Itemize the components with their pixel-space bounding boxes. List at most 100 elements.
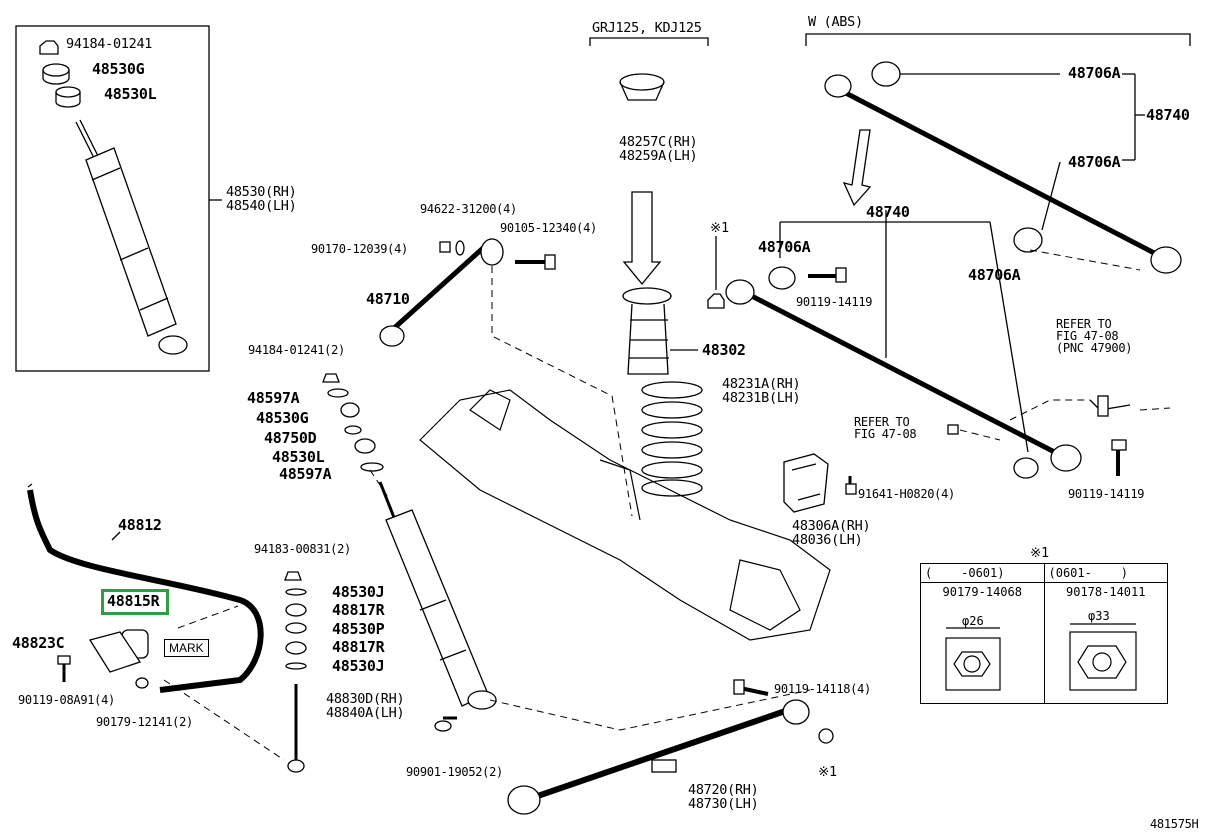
label-48597A-2[interactable]: 48597A <box>279 465 332 483</box>
nut-90179-icon <box>135 677 149 689</box>
note-table: ( -0601) (0601- ) 90179-14068 90178-1401… <box>920 563 1168 704</box>
nut-x1-icon <box>707 293 725 309</box>
label-90119-14118[interactable]: 90119-14118(4) <box>774 682 871 696</box>
label-48823C[interactable]: 48823C <box>12 634 65 652</box>
label-48817R-2[interactable]: 48817R <box>332 638 385 656</box>
shock-absorber-48530-icon <box>75 119 188 355</box>
bushing-48706A-top2-icon <box>1013 227 1043 253</box>
label-90105-12340[interactable]: 90105-12340(4) <box>500 221 597 235</box>
label-90119-08A91[interactable]: 90119-08A91(4) <box>18 693 115 707</box>
label-48830D-48840A[interactable]: 48830D(RH)48840A(LH) <box>326 691 405 721</box>
label-90119-14119-b[interactable]: 90119-14119 <box>1068 487 1145 501</box>
label-94183-00831[interactable]: 94183-00831(2) <box>254 542 351 556</box>
lower-arm-48720-icon <box>507 699 810 815</box>
nut-94184-icon <box>39 40 59 55</box>
arrow-down-icon-2 <box>842 129 872 207</box>
bushing-48706A-mid-icon <box>768 266 796 290</box>
figure-number: 481575H <box>1150 817 1199 831</box>
spring-seat-48257C-icon <box>619 73 665 101</box>
upper-arm-48710-icon <box>379 238 504 347</box>
highlight-48815R <box>101 589 169 615</box>
label-48720-48730[interactable]: 48720(RH)48730(LH) <box>688 782 759 812</box>
label-48530L-top[interactable]: 48530L <box>104 85 157 103</box>
label-48812[interactable]: 48812 <box>118 516 162 534</box>
label-48706A-4[interactable]: 48706A <box>968 266 1021 284</box>
axle-housing-icon <box>419 389 831 641</box>
label-48302[interactable]: 48302 <box>702 341 746 359</box>
label-48530G-top[interactable]: 48530G <box>92 60 145 78</box>
label-48706A-2[interactable]: 48706A <box>1068 153 1121 171</box>
label-48815R[interactable]: 48815R <box>107 592 160 610</box>
label-48530-48540[interactable]: 48530(RH)48540(LH) <box>226 184 297 214</box>
nut-refer-icon <box>947 424 959 435</box>
label-90170-12039[interactable]: 90170-12039(4) <box>311 242 408 256</box>
stabilizer-bar-48812-icon <box>27 483 264 693</box>
label-94622-31200[interactable]: 94622-31200(4) <box>420 202 517 216</box>
bracket-refer-icon <box>1089 395 1131 417</box>
label-94184-01241[interactable]: 94184-01241 <box>66 36 153 52</box>
label-91641-h0820[interactable]: 91641-H0820(4) <box>858 487 955 501</box>
note-col1-head: ( -0601) <box>920 563 1045 583</box>
label-x1-b: ※1 <box>818 764 837 780</box>
label-48231A-48231B[interactable]: 48231A(RH)48231B(LH) <box>722 376 801 406</box>
shock-inset-frame <box>15 25 210 372</box>
bolt-90105-icon <box>515 254 556 270</box>
bolt-91641-icon <box>845 476 857 495</box>
label-48706A-1[interactable]: 48706A <box>1068 64 1121 82</box>
lateral-rod-48740-top-icon <box>824 74 1182 274</box>
nut-x1-lower-icon <box>818 728 834 744</box>
dashed-connections <box>163 249 1171 761</box>
label-48306A-48036[interactable]: 48306A(RH)48036(LH) <box>792 518 871 548</box>
shock-absorber-lower-icon <box>378 481 497 710</box>
label-48750D[interactable]: 48750D <box>264 429 317 447</box>
label-48710[interactable]: 48710 <box>366 290 410 308</box>
arrow-down-icon-1 <box>622 191 662 286</box>
bushing-48530G-icon <box>42 63 70 85</box>
label-90119-14119-a[interactable]: 90119-14119 <box>796 295 873 309</box>
label-48817R-1[interactable]: 48817R <box>332 601 385 619</box>
label-48530L-2[interactable]: 48530L <box>272 448 325 466</box>
lateral-rod-48740-icon <box>725 279 1082 472</box>
label-48740-2[interactable]: 48740 <box>866 203 910 221</box>
note-col1-part[interactable]: 90179-14068 <box>942 585 1022 599</box>
shock-mount-stack-icon <box>322 373 384 472</box>
bushing-48530L-icon <box>55 86 81 108</box>
label-94184-01241-2[interactable]: 94184-01241(2) <box>248 343 345 357</box>
bolt-90119-14119-a-icon <box>808 267 847 283</box>
label-48530J-2[interactable]: 48530J <box>332 657 385 675</box>
label-x1-a: ※1 <box>710 220 729 236</box>
note-col2-diameter: φ33 <box>1088 609 1110 623</box>
note-col1-diameter: φ26 <box>962 614 984 628</box>
label-90901-19052[interactable]: 90901-19052(2) <box>406 765 503 779</box>
coil-spring-48231A-icon <box>641 381 703 497</box>
bolt-90901-icon <box>434 716 457 732</box>
label-48530P[interactable]: 48530P <box>332 620 385 638</box>
label-48530G-2[interactable]: 48530G <box>256 409 309 427</box>
label-48740-1[interactable]: 48740 <box>1146 106 1190 124</box>
label-48530J-1[interactable]: 48530J <box>332 583 385 601</box>
bump-stopper-48302-icon <box>622 287 672 375</box>
label-48257C-48259A[interactable]: 48257C(RH)48259A(LH) <box>619 134 698 164</box>
bolt-90119-14118-icon <box>733 679 769 696</box>
label-mark: MARK <box>164 639 209 657</box>
note-title: ※1 <box>1030 545 1049 561</box>
stabilizer-link-stack-icon <box>284 571 307 773</box>
bolt-90119-14119-b-icon <box>1111 439 1127 476</box>
label-48706A-3[interactable]: 48706A <box>758 238 811 256</box>
bushing-48706A-end-icon <box>1013 457 1039 479</box>
label-w-abs: W (ABS) <box>808 14 863 30</box>
label-grj125-kdj125: GRJ125, KDJ125 <box>592 20 702 36</box>
label-48597A-1[interactable]: 48597A <box>247 389 300 407</box>
note-col2-head: (0601- ) <box>1043 563 1168 583</box>
grj-bracket <box>589 37 709 46</box>
bracket-48823C-icon <box>88 631 142 673</box>
bracket-48306A-icon <box>783 453 829 513</box>
bolt-90119-08A91-icon <box>57 655 71 682</box>
note-col2-part[interactable]: 90178-14011 <box>1066 585 1146 599</box>
washer-94622-icon <box>455 240 465 256</box>
wabs-bracket <box>805 33 1191 46</box>
label-90179-12141[interactable]: 90179-12141(2) <box>96 715 193 729</box>
